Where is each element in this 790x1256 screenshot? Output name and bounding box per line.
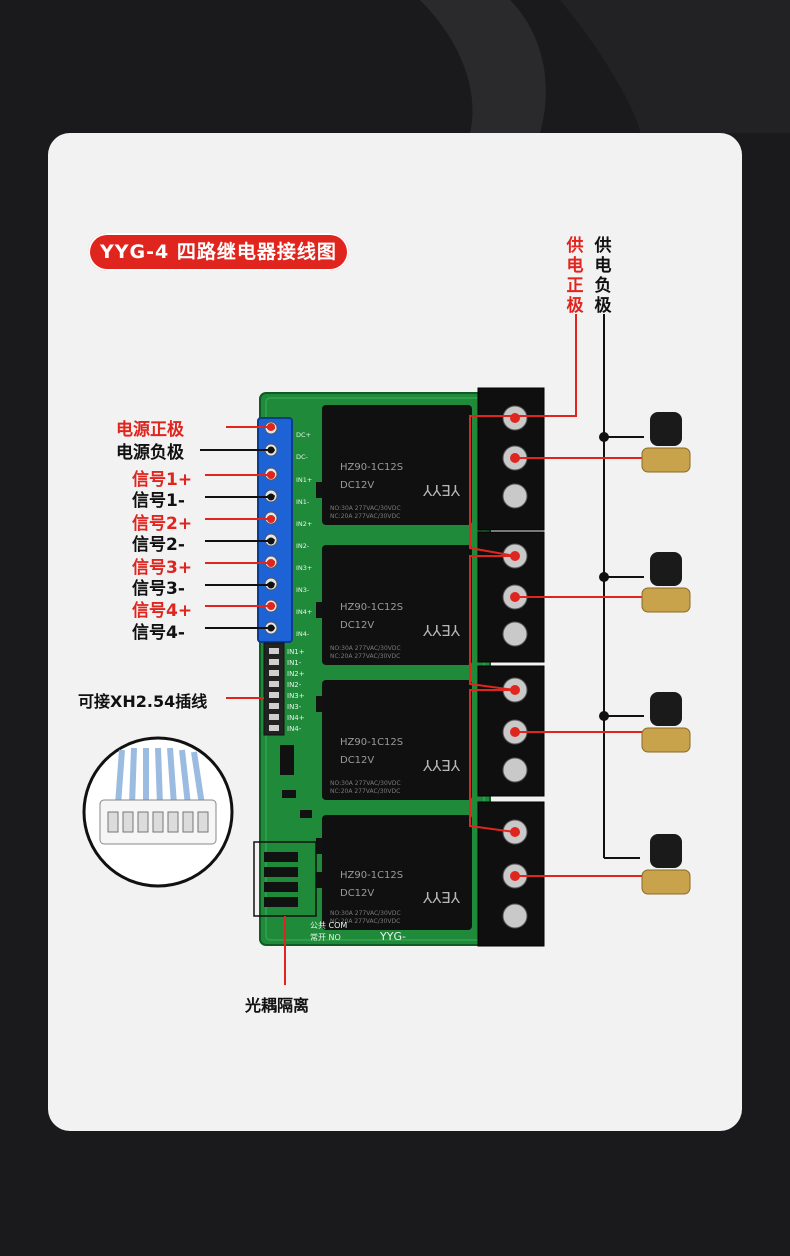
relay-1-rating-no: NO:30A 277VAC/30VDC [330, 505, 401, 512]
input-terminal-block [257, 417, 293, 643]
header-pin-8: IN4- [287, 725, 302, 733]
label-power-negative: 电源负极 [116, 443, 184, 463]
relays: YEYY YEYY YEYY YEYY HZ90-1C12S DC12V HZ9… [322, 405, 472, 930]
header-pin-2: IN1- [287, 659, 302, 667]
header-pin-6: IN3- [287, 703, 302, 711]
relay-4: YEYY [322, 815, 472, 930]
relay-3-voltage: DC12V [340, 755, 374, 766]
xh-connector-label: 可接XH2.54插线 [78, 692, 208, 711]
header-pin-3: IN2+ [287, 670, 305, 678]
optocoupler-label: 光耦隔离 [245, 996, 310, 1015]
xh-header: IN1+ IN1- IN2+ IN2- IN3+ IN3- IN4+ IN4- [263, 642, 305, 736]
relay-3-rating-nc: NC:20A 277VAC/30VDC [330, 788, 400, 795]
relay-3: YEYY [322, 680, 472, 800]
label-signal3-negative: 信号3- [132, 579, 185, 599]
label-signal2-negative: 信号2- [132, 535, 185, 555]
label-signal4-negative: 信号4- [132, 623, 185, 643]
xh-connector-photo [82, 736, 234, 888]
silk-com: 公共 COM [310, 921, 347, 930]
label-signal1-negative: 信号1- [132, 491, 185, 511]
label-power-positive: 电源正极 [116, 420, 184, 440]
silk-in4-minus: IN4- [296, 630, 310, 638]
relay-2: YEYY [322, 545, 472, 665]
silk-no: 常开 NO [310, 933, 341, 942]
relay-3-model: HZ90-1C12S [340, 737, 403, 748]
relay-1: YEYY [322, 405, 472, 525]
relay-2-model: HZ90-1C12S [340, 602, 403, 613]
relay-2-voltage: DC12V [340, 620, 374, 631]
label-signal1-positive: 信号1+ [132, 470, 193, 490]
relay-3-rating-no: NO:30A 277VAC/30VDC [330, 780, 401, 787]
header-pin-4: IN2- [287, 681, 302, 689]
silk-board-mark: YYG- [379, 930, 406, 943]
solenoid-valve-icon [641, 412, 691, 473]
relay-4-rating-nc: NC:20A 277VAC/30VDC [330, 918, 400, 925]
label-signal3-positive: 信号3+ [132, 558, 193, 578]
header-pin-7: IN4+ [287, 714, 305, 722]
silk-in3-plus: IN3+ [296, 564, 312, 572]
svg-text:YEYY: YEYY [422, 756, 461, 774]
solenoid-valve-icon [641, 552, 691, 613]
silk-dc-minus: DC- [296, 453, 309, 461]
relay-4-model: HZ90-1C12S [340, 870, 403, 881]
diagram-title: YYG-4 四路继电器接线图 [88, 233, 349, 271]
silk-in4-plus: IN4+ [296, 608, 312, 616]
relay-2-rating-no: NO:30A 277VAC/30VDC [330, 645, 401, 652]
relay-4-voltage: DC12V [340, 888, 374, 899]
label-signal2-positive: 信号2+ [132, 514, 193, 534]
relay-4-rating-no: NO:30A 277VAC/30VDC [330, 910, 401, 917]
silk-in1-minus: IN1- [296, 498, 310, 506]
silk-in2-plus: IN2+ [296, 520, 312, 528]
header-pin-1: IN1+ [287, 648, 305, 656]
relay-1-model: HZ90-1C12S [340, 462, 403, 473]
power-positive-label: 供电正极 [566, 236, 584, 316]
silk-dc-plus: DC+ [296, 431, 311, 439]
power-negative-label: 供电负极 [594, 236, 612, 316]
svg-text:YEYY: YEYY [422, 481, 461, 499]
solenoid-valve-icon [641, 834, 691, 895]
silk-in3-minus: IN3- [296, 586, 310, 594]
relay-1-rating-nc: NC:20A 277VAC/30VDC [330, 513, 400, 520]
solenoid-valve-icon [641, 692, 691, 753]
silk-in1-plus: IN1+ [296, 476, 312, 484]
header-pin-5: IN3+ [287, 692, 305, 700]
label-signal4-positive: 信号4+ [132, 601, 193, 621]
relay-1-voltage: DC12V [340, 480, 374, 491]
svg-text:YEYY: YEYY [422, 888, 461, 906]
silk-in2-minus: IN2- [296, 542, 310, 550]
relay-2-rating-nc: NC:20A 277VAC/30VDC [330, 653, 400, 660]
output-terminal-blocks [477, 387, 545, 947]
solenoid-valve-icons [641, 412, 691, 895]
svg-text:YEYY: YEYY [422, 621, 461, 639]
